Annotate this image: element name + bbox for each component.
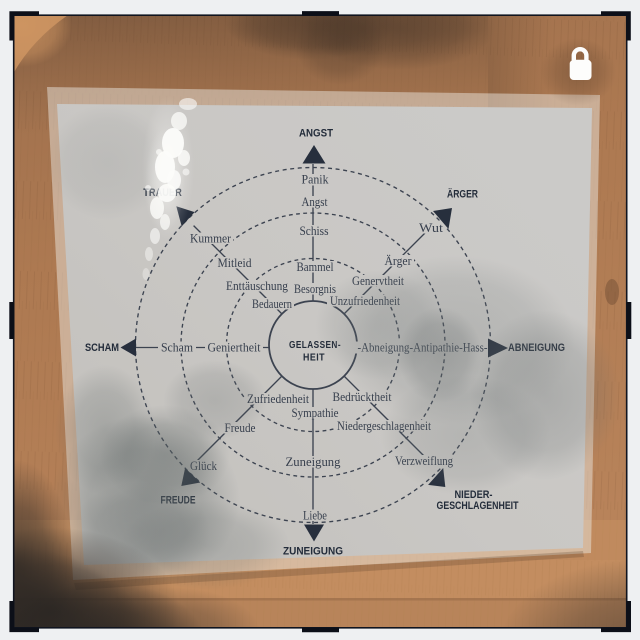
svg-text:SCHAM: SCHAM: [85, 342, 119, 354]
svg-text:Zuneigung: Zuneigung: [286, 455, 342, 469]
svg-text:Besorgnis: Besorgnis: [294, 282, 336, 296]
svg-text:Geniertheit: Geniertheit: [208, 341, 261, 355]
svg-text:ZUNEIGUNG: ZUNEIGUNG: [283, 546, 343, 558]
svg-text:ANGST: ANGST: [299, 128, 333, 140]
svg-text:Panik: Panik: [302, 173, 330, 187]
svg-text:Kummer: Kummer: [190, 232, 232, 246]
svg-text:Bammel: Bammel: [297, 260, 334, 274]
svg-text:Schiss: Schiss: [300, 224, 329, 238]
svg-text:Enttäuschung: Enttäuschung: [226, 279, 289, 293]
svg-text:Wut: Wut: [419, 221, 444, 235]
svg-text:GELASSEN-: GELASSEN-: [289, 340, 341, 351]
svg-text:GESCHLAGENHEIT: GESCHLAGENHEIT: [437, 500, 519, 512]
svg-text:HEIT: HEIT: [303, 353, 325, 364]
svg-text:Liebe: Liebe: [303, 509, 327, 523]
svg-text:Bedauern: Bedauern: [252, 297, 293, 311]
svg-text:Mitleid: Mitleid: [218, 256, 253, 270]
svg-text:Angst: Angst: [302, 195, 328, 209]
svg-text:ÄRGER: ÄRGER: [447, 188, 478, 201]
svg-text:Sympathie: Sympathie: [292, 406, 339, 420]
svg-text:Scham: Scham: [161, 341, 193, 355]
